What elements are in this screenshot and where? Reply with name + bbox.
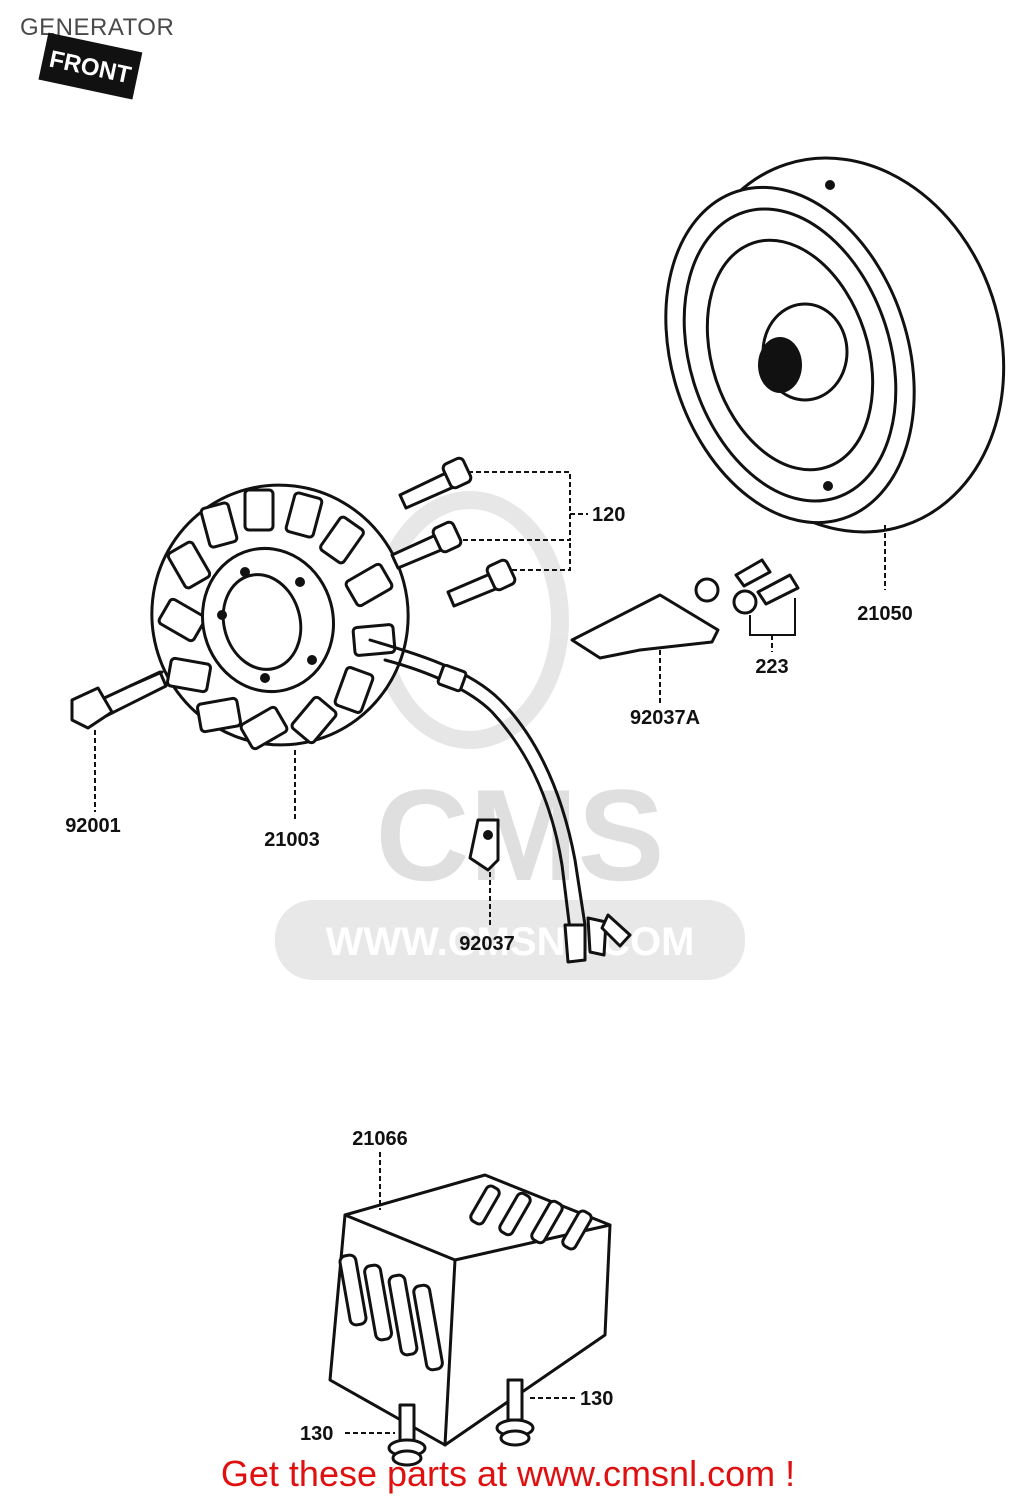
label-120: 120: [592, 504, 625, 526]
label-92037: 92037: [459, 933, 515, 955]
stator-coil-part: [150, 483, 410, 751]
label-21003: 21003: [264, 829, 320, 851]
regulator-rectifier-part: [328, 1173, 612, 1447]
label-21050: 21050: [857, 603, 913, 625]
label-92001: 92001: [65, 815, 121, 837]
lead-plate-part: [570, 593, 720, 660]
front-direction-stamp: FRONT: [38, 32, 143, 100]
stator-wire-harness: [368, 638, 632, 964]
flywheel-rotor-part: [664, 156, 1006, 534]
cms-watermark: CMS WWW.CMSNL.COM: [275, 491, 745, 980]
page-title: GENERATOR: [20, 14, 175, 41]
stator-bolts-part: [390, 456, 517, 608]
label-92037A: 92037A: [630, 707, 700, 729]
plate-bolts-part: [694, 558, 800, 615]
watermark-url-text: WWW.CMSNL.COM: [326, 920, 695, 964]
regulator-bolt-left-part: [387, 1403, 427, 1467]
regulator-bolt-right-part: [495, 1378, 535, 1447]
label-223: 223: [755, 656, 788, 678]
rotor-bolt-part: [70, 670, 168, 730]
watermark-logo-text: CMS: [376, 762, 665, 908]
label-130-left: 130: [300, 1423, 333, 1445]
footer-link[interactable]: Get these parts at www.cmsnl.com !: [220, 1453, 796, 1494]
wire-clamp-part: [468, 818, 500, 872]
label-130-right: 130: [580, 1388, 613, 1410]
stator-bolts-bracket: [460, 471, 588, 571]
label-21066: 21066: [352, 1128, 408, 1150]
